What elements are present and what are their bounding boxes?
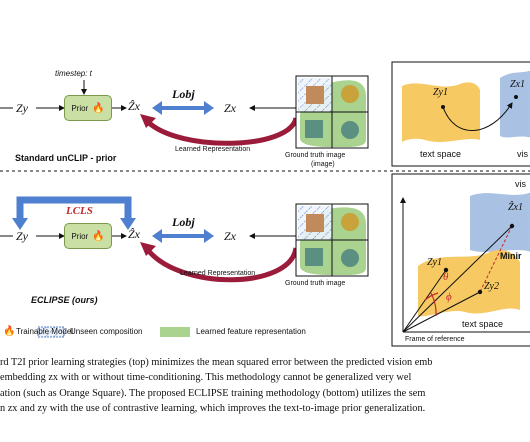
prior-box-bottom: Prior 🔥 (64, 223, 112, 249)
loss-obj-double-arrow-top (152, 101, 214, 115)
learned-rep-curve-top (146, 117, 299, 146)
text-space-blob-top (402, 82, 480, 142)
title-eclipse: ECLIPSE (ours) (31, 295, 98, 305)
text-space-blob-bottom (418, 249, 520, 317)
caption-line-2: embedding zx with or without time-condit… (0, 372, 412, 384)
timestep-label: timestep: t (55, 69, 92, 78)
zx1-label-top: Zx1 (510, 79, 525, 90)
theta-arc (424, 292, 439, 301)
vision-space-label-bottom: vis (515, 179, 526, 189)
vision-space-label-top: vis (517, 149, 528, 159)
title-standard-unclip: Standard unCLIP - prior (15, 153, 117, 163)
theta-label: θ (443, 271, 449, 283)
embedding-panel-bottom (391, 173, 530, 347)
vision-space-blob-bottom (470, 192, 530, 252)
loss-obj-label-top: Lobj (172, 87, 195, 101)
loss-obj-double-arrow-bottom (152, 229, 214, 243)
gt-image-sub-top: (image) (311, 161, 335, 168)
negative-pair-line (479, 225, 513, 293)
loss-cls-bracket (12, 196, 136, 230)
gt-image-label-bottom: Ground truth image (285, 280, 346, 287)
legend-trainable: Trainable Model (16, 327, 74, 336)
mapping-arrow-top (442, 102, 513, 131)
zy1-label-top: Zy1 (433, 87, 448, 98)
figure-canvas (0, 61, 530, 347)
text-space-label-bottom: text space (462, 319, 504, 329)
phi-label: ϕ (446, 291, 452, 303)
learned-rep-curve-bottom (146, 247, 299, 283)
ground-truth-grid-bottom (295, 203, 369, 277)
vector-zy2 (402, 291, 481, 333)
text-space-label-top: text space (420, 149, 462, 159)
embedding-panel-top (391, 61, 530, 167)
flame-icon-top: 🔥 (92, 102, 105, 114)
zy1-label-bottom: Zy1 (427, 257, 442, 268)
caption-line-3: ation (such as Orange Square). The propo… (0, 387, 426, 399)
flame-icon-bottom: 🔥 (92, 230, 105, 242)
legend-learned-swatch (160, 327, 190, 337)
caption-line-4: n zx and zy with the use of contrastive … (0, 402, 426, 414)
zx-hat-label-bottom: Ẑx (128, 227, 140, 241)
zx-label-top: Zx (224, 101, 236, 115)
loss-cls-label: LCLS (66, 205, 93, 217)
trainable-flame-icon: 🔥 (3, 326, 16, 337)
minimize-label-cut: Minir (500, 251, 522, 261)
phi-arc (430, 292, 437, 317)
ground-truth-grid-top (295, 75, 369, 149)
legend-unseen-swatch (37, 326, 65, 338)
loss-obj-label-bottom: Lobj (172, 215, 195, 229)
prior-label-top: Prior (71, 103, 89, 113)
zy-label-top: Zy (16, 101, 28, 115)
legend-learned-feature: Learned feature representation (196, 327, 306, 336)
prior-box-top: Prior 🔥 (64, 95, 112, 121)
legend-unseen: Unseen composition (70, 327, 143, 336)
zy-label-bottom: Zy (16, 229, 28, 243)
vision-space-blob-top (500, 70, 530, 138)
prior-label-bottom: Prior (71, 231, 89, 241)
vector-zx1 (402, 225, 513, 333)
gt-image-label-top: Ground truth image (285, 152, 346, 159)
learned-rep-label-bottom: Learned Representation (180, 270, 256, 277)
figure-caption: rd T2I prior learning strategies (top) m… (0, 355, 530, 416)
learned-rep-label-top: Learned Representation (175, 146, 251, 153)
caption-line-1: rd T2I prior learning strategies (top) m… (0, 357, 433, 368)
zy2-label-bottom: Zy2 (484, 281, 499, 292)
zx-hat-label-top: Ẑx (128, 99, 140, 113)
vector-zy1 (402, 269, 447, 333)
zx-label-bottom: Zx (224, 229, 236, 243)
frame-of-reference-label: Frame of reference (405, 336, 465, 343)
zx1-hat-label-bottom: Ẑx1 (508, 202, 523, 213)
